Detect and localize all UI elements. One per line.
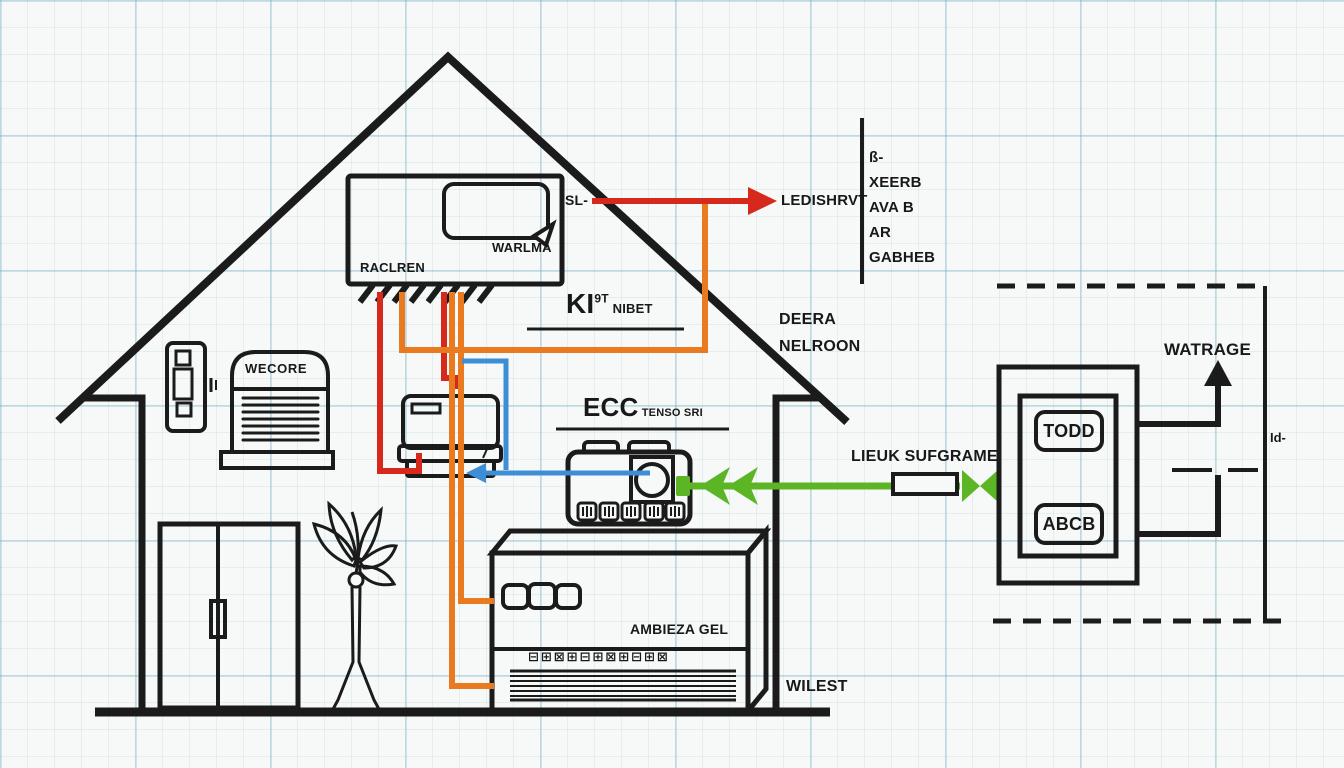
side-list: ß- XEERB AVA B AR GABHEB xyxy=(869,149,936,266)
abcb-connector xyxy=(1137,468,1258,537)
watrage-arrow xyxy=(1137,360,1232,427)
right-panel-frame xyxy=(993,283,1284,624)
wire-orange-loop xyxy=(399,203,708,353)
abcb-label: ABCB xyxy=(1042,513,1096,534)
deera-label: DEERA NELROON xyxy=(779,311,861,355)
grille-icon xyxy=(510,669,736,702)
kit-heading: KI9T NIBET xyxy=(566,288,653,319)
plant-icon xyxy=(311,500,399,712)
wire-blue xyxy=(462,358,650,483)
lieuk-label: LIEUK SUFGRAME xyxy=(851,448,998,465)
red-signal-arrow xyxy=(592,187,777,215)
thermostat-unit-label: RACLREN xyxy=(360,260,425,275)
meter-box-icon xyxy=(996,364,1140,586)
wire-orange-battery xyxy=(449,292,494,689)
id-mark-label: Id- xyxy=(1270,430,1286,445)
wilest-label: WILEST xyxy=(786,678,848,695)
battery-name-label: AMBIEZA GEL xyxy=(630,621,729,637)
ecc-heading: ECC TENSO SRI xyxy=(583,392,703,422)
ledishrvt-label: LEDISHRVT xyxy=(781,192,868,209)
door-icon xyxy=(157,521,301,711)
sl-label: SL- xyxy=(565,192,589,208)
watrage-label: WATRAGE xyxy=(1164,340,1252,359)
stamp-glyphs-icon xyxy=(576,501,686,522)
heater-label: WECORE xyxy=(245,361,308,376)
thermostat-unit-icon xyxy=(345,173,565,304)
connector-pins-icon xyxy=(357,283,495,304)
heater-unit-icon xyxy=(219,350,335,470)
controller-unit-icon xyxy=(565,440,693,527)
valve-icon xyxy=(962,470,980,502)
switch-panel-icon xyxy=(165,341,217,433)
battery-unit-icon xyxy=(486,523,772,714)
thermostat-bubble-label: WARLMA xyxy=(492,240,552,255)
resistor-icon xyxy=(891,472,959,496)
green-supply-line xyxy=(676,467,998,505)
battery-glyph-row: ⊟⊞⊠⊞⊟⊞⊠⊞⊟⊞⊠ xyxy=(528,649,670,664)
todd-label: TODD xyxy=(1043,420,1095,441)
